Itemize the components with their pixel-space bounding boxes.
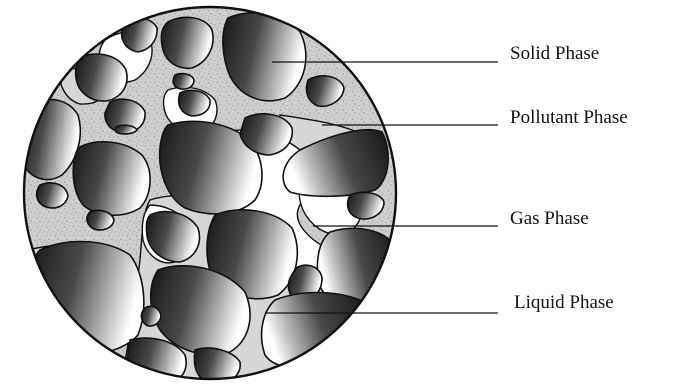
grain <box>37 183 68 208</box>
label-solid-phase: Solid Phase <box>510 44 599 63</box>
grain <box>73 142 150 215</box>
grain <box>179 90 210 116</box>
label-pollutant-phase: Pollutant Phase <box>510 108 628 127</box>
grain <box>30 242 144 355</box>
grain <box>141 306 161 326</box>
label-gas-phase: Gas Phase <box>510 209 589 228</box>
grain <box>115 125 137 134</box>
grain <box>262 293 365 369</box>
grain <box>76 54 127 101</box>
grain <box>87 210 114 230</box>
grain <box>173 74 194 90</box>
label-liquid-phase: Liquid Phase <box>514 293 614 312</box>
